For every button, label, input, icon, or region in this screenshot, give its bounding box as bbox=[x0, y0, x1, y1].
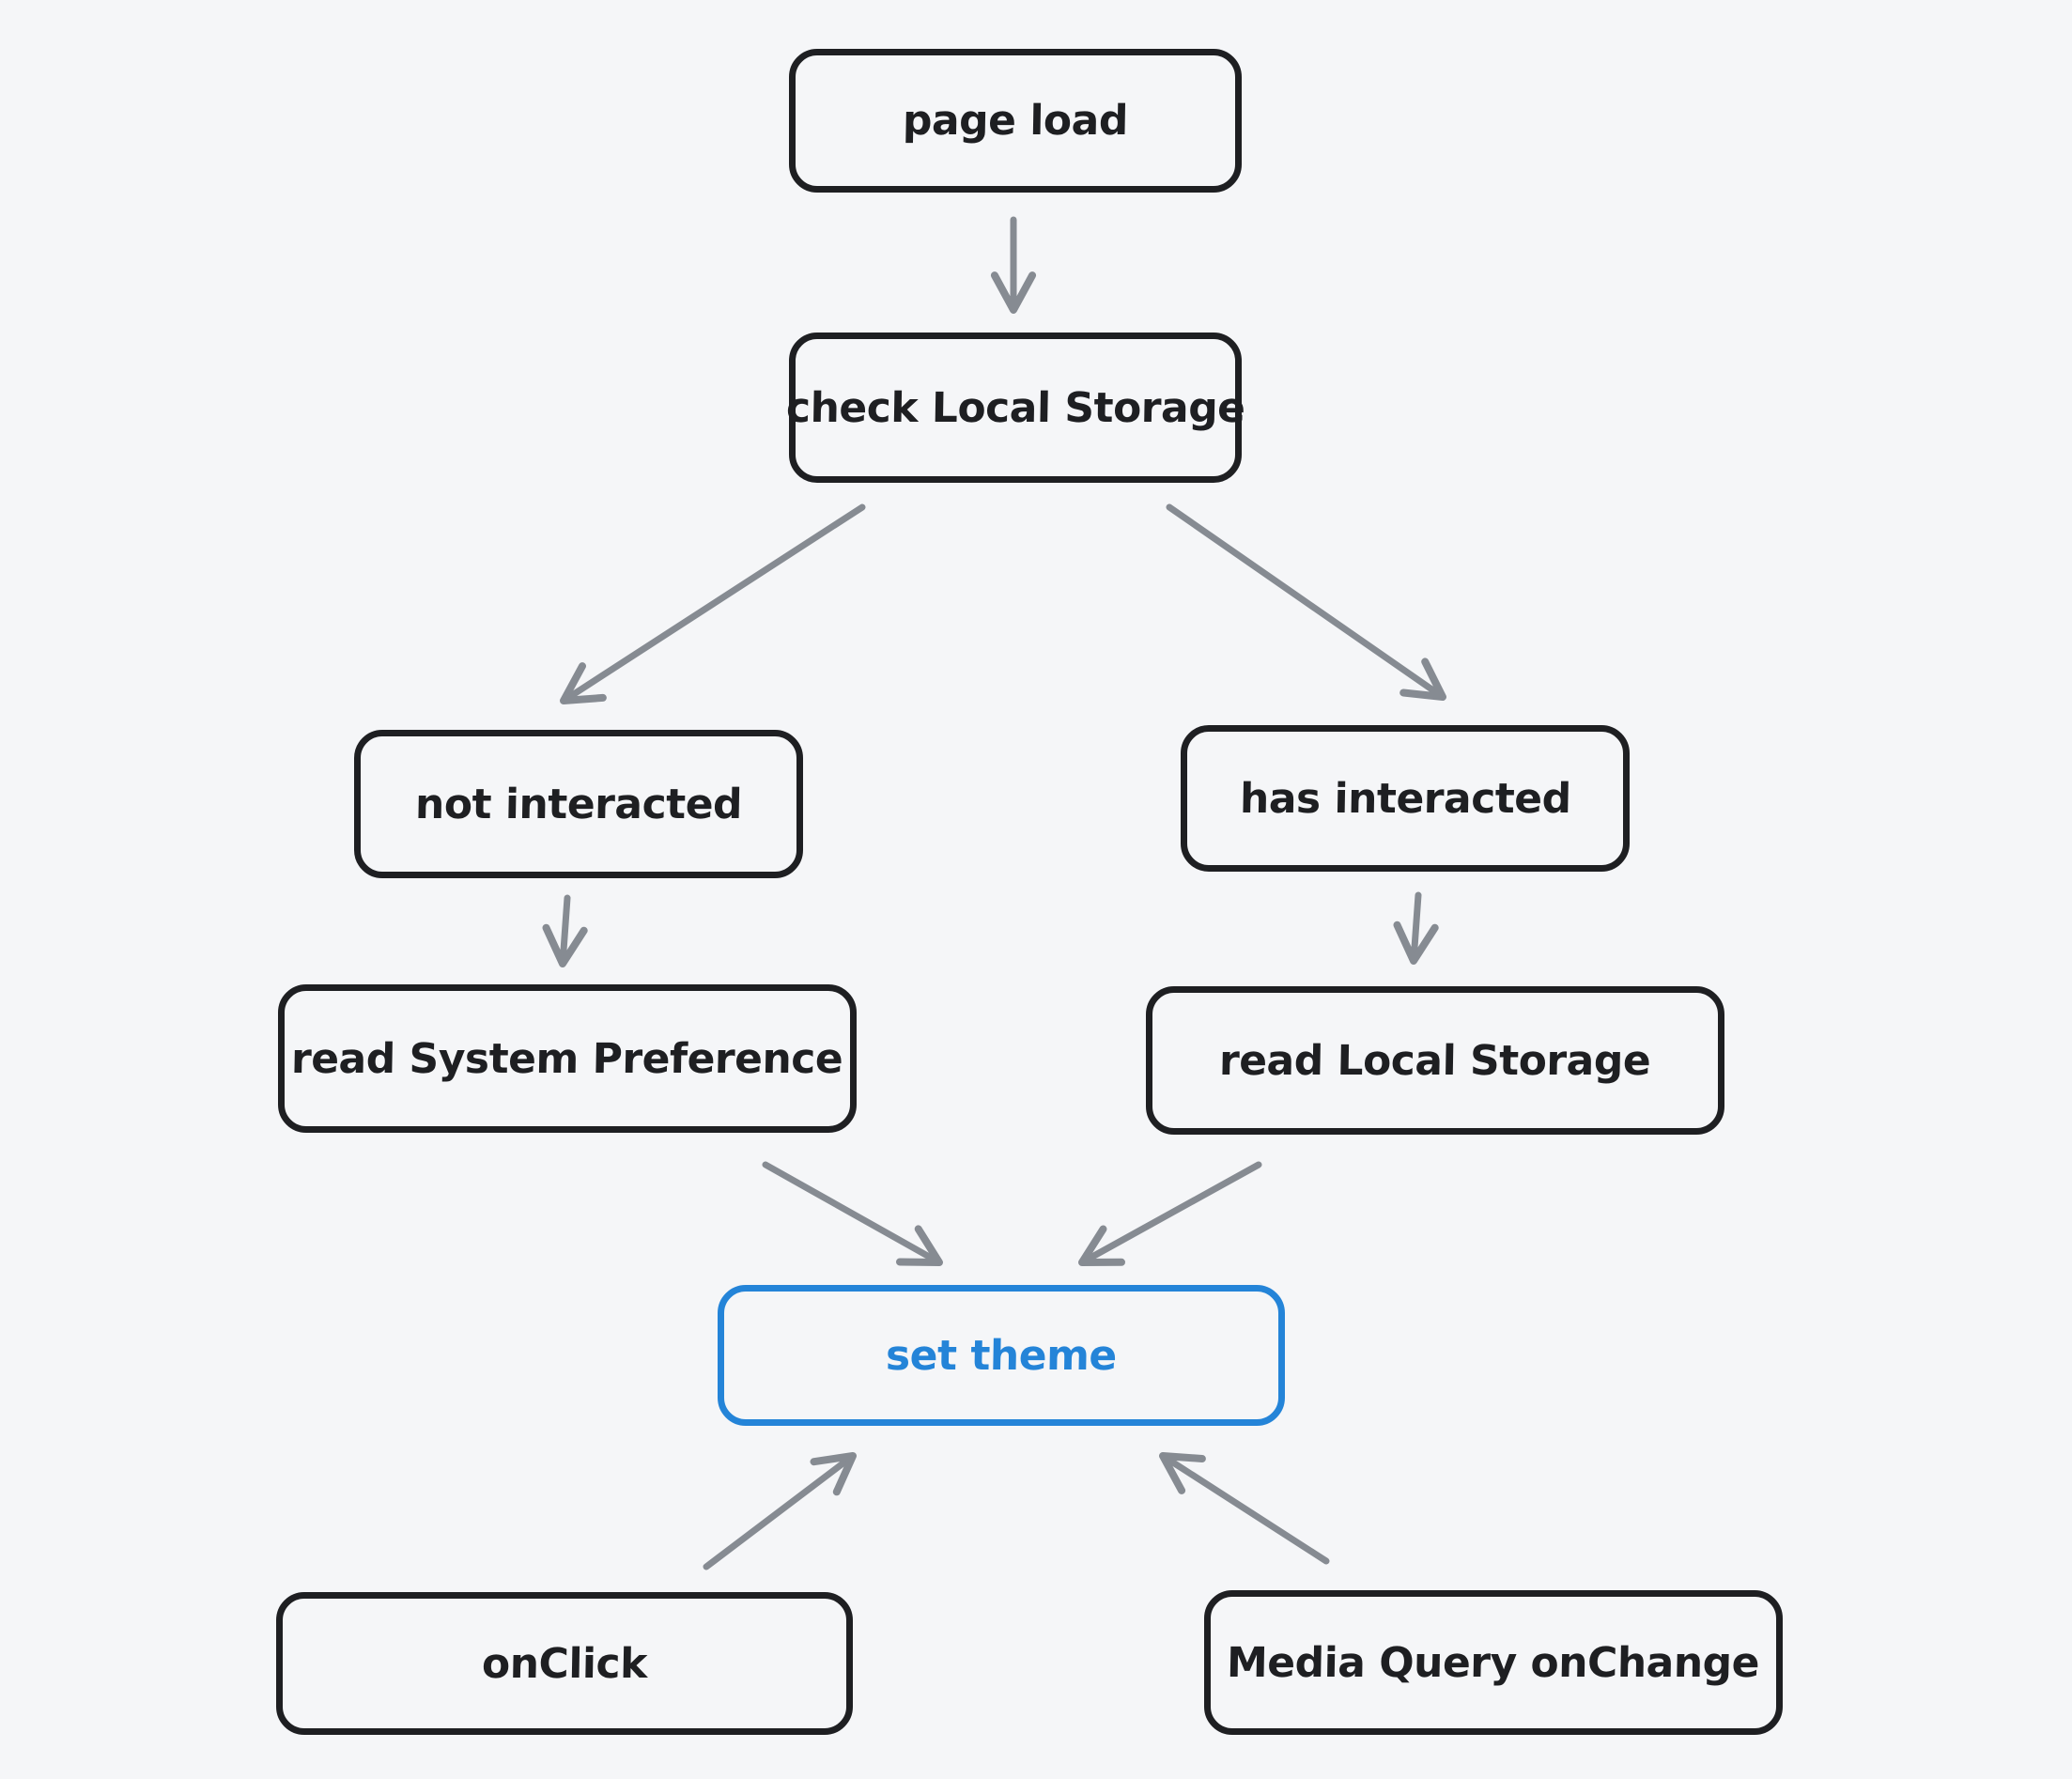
arrowhead-icon bbox=[896, 1225, 943, 1266]
flow-node-media-query-onchange: Media Query onChange bbox=[1204, 1590, 1783, 1735]
flow-node-not-interacted: not interacted bbox=[354, 730, 803, 878]
flow-node-label: check Local Storage bbox=[785, 383, 1245, 432]
arrowhead-icon bbox=[1393, 920, 1439, 965]
edge-has-interacted-to-read-local-storage bbox=[1393, 891, 1439, 965]
arrowhead-icon bbox=[990, 271, 1037, 314]
flow-node-read-local-storage: read Local Storage bbox=[1146, 986, 1724, 1135]
flow-node-label: read System Preference bbox=[290, 1034, 844, 1083]
edge-check-local-storage-to-not-interacted bbox=[560, 503, 866, 704]
arrowhead-icon bbox=[1399, 657, 1446, 701]
arrowhead-icon bbox=[1078, 1225, 1125, 1266]
flow-node-set-theme: set theme bbox=[718, 1285, 1285, 1426]
flow-node-label: page load bbox=[902, 97, 1129, 145]
arrowhead-icon bbox=[810, 1452, 857, 1496]
flow-node-label: set theme bbox=[885, 1331, 1118, 1380]
edge-read-local-storage-to-set-theme bbox=[1078, 1161, 1262, 1266]
edge-check-local-storage-to-has-interacted bbox=[1166, 503, 1446, 701]
flow-node-label: not interacted bbox=[414, 780, 743, 828]
edge-page-load-to-check-local-storage bbox=[990, 216, 1037, 314]
flow-node-read-system-preference: read System Preference bbox=[278, 984, 857, 1133]
flow-node-page-load: page load bbox=[789, 49, 1242, 193]
arrowhead-icon bbox=[1159, 1452, 1206, 1494]
edge-not-interacted-to-read-system-preference bbox=[542, 894, 588, 967]
edge-onclick-to-set-theme bbox=[703, 1452, 857, 1570]
arrowhead-icon bbox=[560, 662, 607, 704]
edge-media-query-onchange-to-set-theme bbox=[1159, 1452, 1330, 1565]
flow-node-label: has interacted bbox=[1239, 774, 1571, 823]
flow-node-label: read Local Storage bbox=[1218, 1036, 1652, 1085]
arrowhead-icon bbox=[542, 923, 588, 967]
flow-node-check-local-storage: check Local Storage bbox=[785, 333, 1245, 483]
flow-node-label: onClick bbox=[481, 1639, 648, 1688]
flow-node-label: Media Query onChange bbox=[1227, 1638, 1760, 1687]
flow-node-has-interacted: has interacted bbox=[1181, 725, 1630, 872]
flow-node-onclick: onClick bbox=[276, 1592, 853, 1735]
edge-read-system-preference-to-set-theme bbox=[762, 1161, 943, 1266]
